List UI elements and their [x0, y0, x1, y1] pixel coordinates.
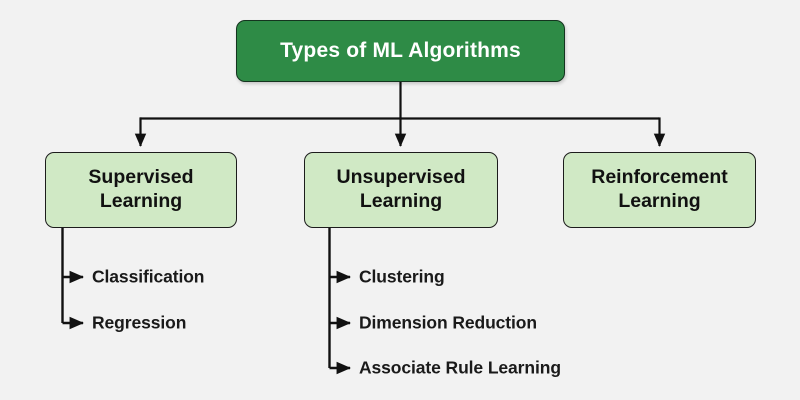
- node-supervised-line-2: Learning: [99, 190, 183, 212]
- node-reinforcement-line-1: Reinforcement: [591, 166, 728, 189]
- node-reinforcement-line-2: Learning: [618, 190, 701, 212]
- connector-supervised-children: [61, 228, 84, 330]
- node-root-label: Types of ML Algorithms: [280, 39, 521, 63]
- connector-root-to-bar: [140, 82, 659, 120]
- node-root-types-of-ml-algorithms[interactable]: Types of ML Algorithms: [236, 20, 565, 82]
- leaf-dimension-reduction[interactable]: Dimension Reduction: [359, 312, 537, 333]
- leaf-regression[interactable]: Regression: [92, 312, 187, 333]
- leaf-associate-rule-learning[interactable]: Associate Rule Learning: [359, 357, 561, 378]
- node-unsupervised-line-1: Unsupervised: [336, 166, 466, 189]
- node-supervised-line-1: Supervised: [88, 166, 194, 189]
- connector-unsupervised-children: [328, 228, 351, 375]
- node-unsupervised-line-2: Learning: [359, 190, 443, 212]
- leaf-classification[interactable]: Classification: [92, 266, 205, 287]
- leaf-clustering[interactable]: Clustering: [359, 266, 445, 287]
